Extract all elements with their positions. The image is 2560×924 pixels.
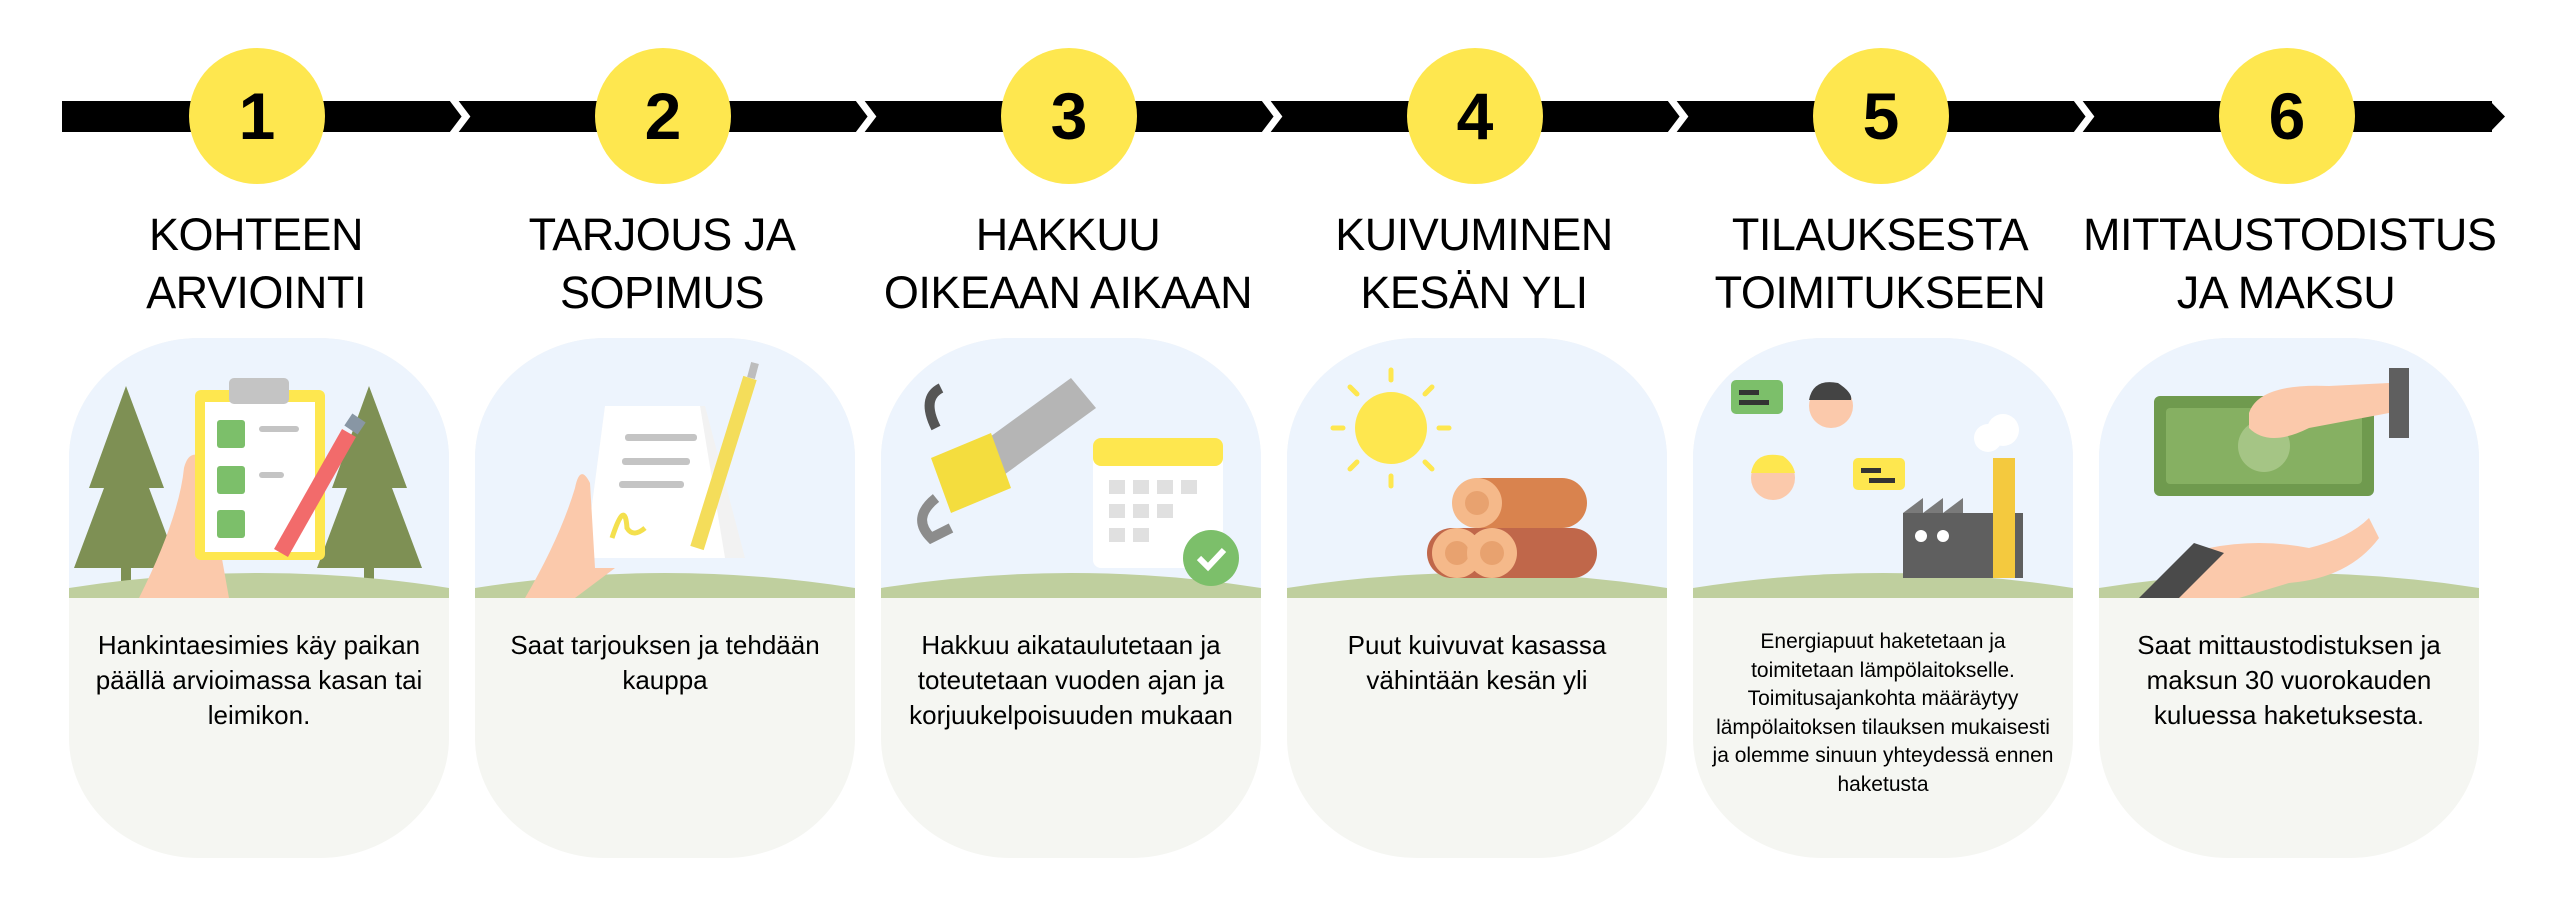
step-card: Hankintaesimies käy paikan päällä arvioi… (69, 338, 449, 858)
signed-contract-pen-icon (475, 338, 855, 598)
step-number-badge: 5 (1813, 48, 1949, 184)
chainsaw-calendar-icon (881, 338, 1261, 598)
step-card: Puut kuivuvat kasassa vähintään kesän yl… (1287, 338, 1667, 858)
step-description: Energiapuut haketetaan ja toimitetaan lä… (1712, 630, 2054, 796)
step-number-badge: 6 (2219, 48, 2355, 184)
step-description: Saat tarjouksen ja tehdään kauppa (510, 630, 820, 695)
chevron-separators (449, 95, 2095, 138)
step-number-badge: 2 (595, 48, 731, 184)
step-number-badge: 4 (1407, 48, 1543, 184)
step-description: Puut kuivuvat kasassa vähintään kesän yl… (1347, 630, 1607, 695)
step-card: Energiapuut haketetaan ja toimitetaan lä… (1693, 338, 2073, 858)
phone-call-factory-icon (1693, 338, 2073, 598)
step-description: Saat mittaustodistuksen ja maksun 30 vuo… (2137, 630, 2441, 730)
money-payment-hands-icon (2099, 338, 2479, 598)
step-card: Hakkuu aikataulutetaan ja toteutetaan vu… (881, 338, 1261, 858)
clipboard-checklist-forest-icon (69, 338, 449, 598)
step-card: Saat mittaustodistuksen ja maksun 30 vuo… (2099, 338, 2479, 858)
sun-log-pile-icon (1287, 338, 1667, 598)
step-number-badge: 1 (189, 48, 325, 184)
step-number-badge: 3 (1001, 48, 1137, 184)
step-description: Hankintaesimies käy paikan päällä arvioi… (95, 630, 423, 730)
step-description: Hakkuu aikataulutetaan ja toteutetaan vu… (909, 630, 1233, 730)
step-card: Saat tarjouksen ja tehdään kauppa (475, 338, 855, 858)
process-timeline-arrow (62, 95, 2505, 138)
